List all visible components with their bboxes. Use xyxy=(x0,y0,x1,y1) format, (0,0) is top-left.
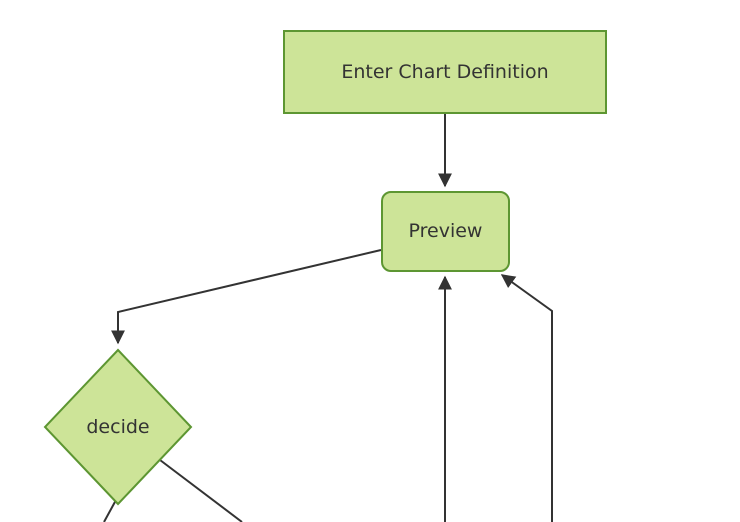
edge-preview-to-decide xyxy=(111,249,382,345)
diamond-shape xyxy=(43,348,193,506)
edge-decide-bottom-out xyxy=(103,499,117,522)
edge-into-preview-bottom-right xyxy=(500,274,553,522)
node-enter-chart-definition[interactable]: Enter Chart Definition xyxy=(283,30,607,114)
node-preview[interactable]: Preview xyxy=(381,191,510,272)
node-label-enter-chart-definition: Enter Chart Definition xyxy=(341,60,549,83)
node-decide[interactable]: decide xyxy=(43,348,193,506)
edge-decide-right-out xyxy=(159,459,243,522)
node-label-preview: Preview xyxy=(408,220,483,243)
